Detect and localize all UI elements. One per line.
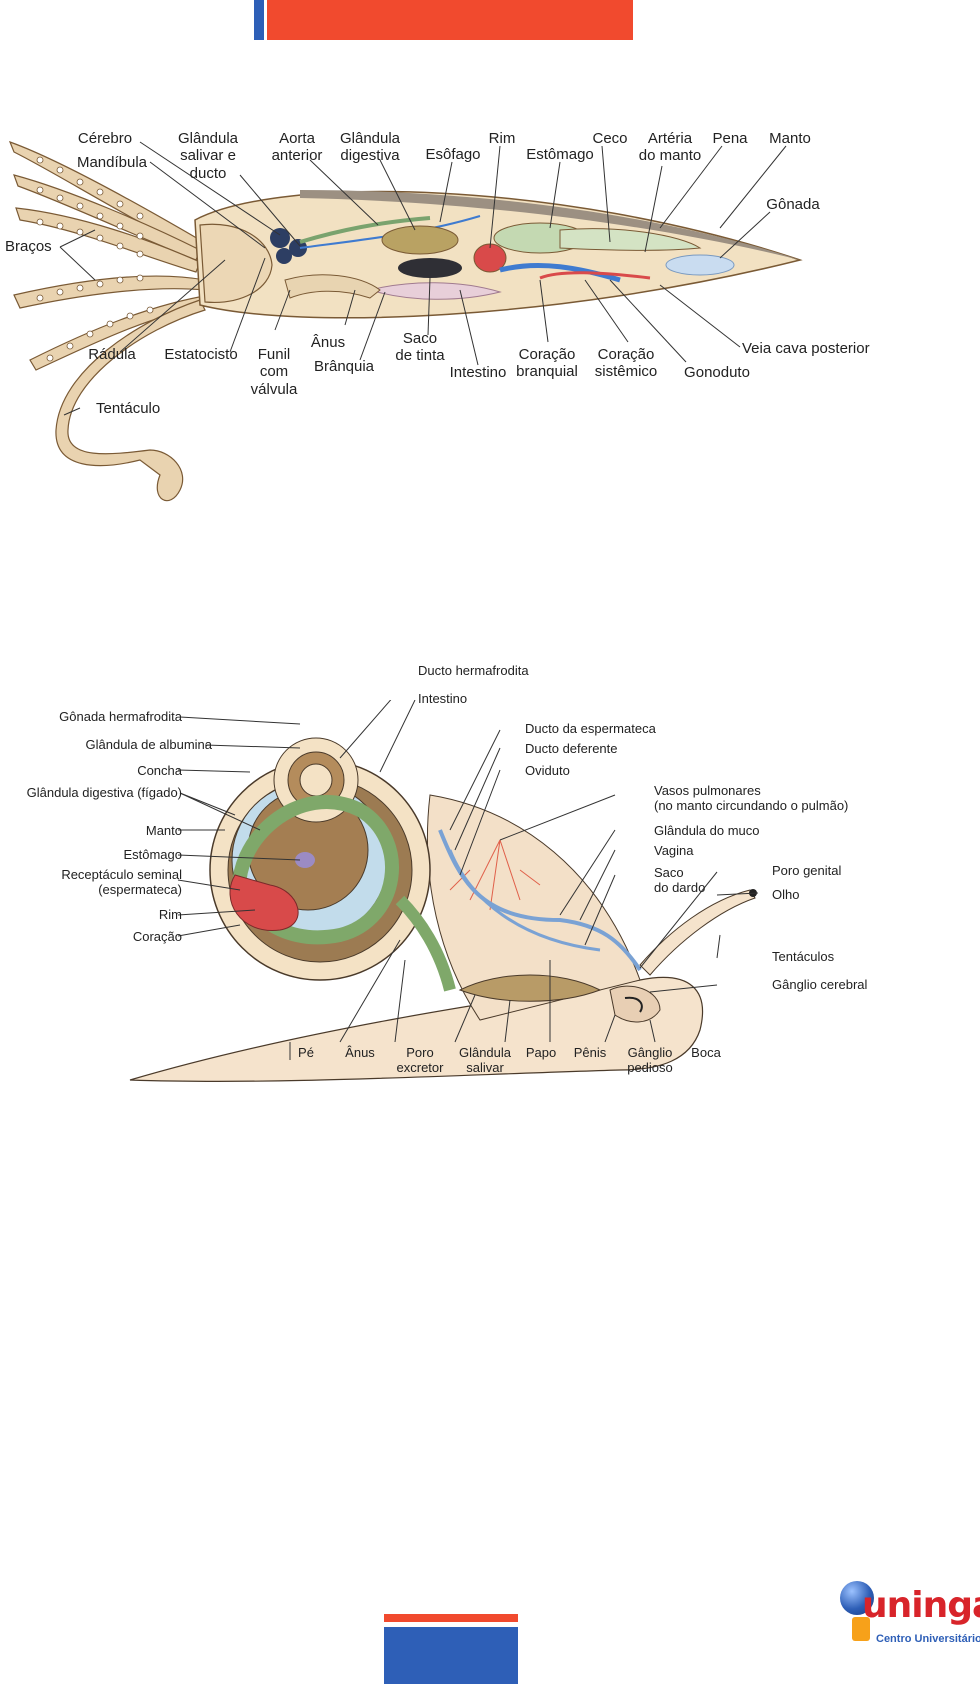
snail-label-glandula-albumina: Glândula de albumina [85,737,212,752]
snail-label-estomago: Estômago [123,847,182,862]
snail-label-rim: Rim [158,907,182,922]
snail-label-coracao: Coração [132,929,182,944]
snail-label-receptaculo-seminal: Receptáculo seminal (espermateca) [61,867,182,897]
squid-label-gonoduto: Gonoduto [684,364,750,381]
snail-label-pe: Pé [298,1045,314,1060]
squid-illustration [8,140,803,502]
squid-label-tentaculo: Tentáculo [96,400,161,417]
snail-label-ganglio-pedioso: Gânglio pedioso [627,1045,673,1075]
squid-label-mandibula: Mandíbula [76,154,148,171]
squid-label-coracao-branquial: Coração branquial [516,346,578,381]
squid-label-ceco: Ceco [592,130,628,147]
footer-accent-red [384,1614,518,1622]
squid-label-intestino: Intestino [449,364,507,381]
squid-label-cerebro: Cérebro [77,130,133,147]
footer-accent-blue [384,1627,518,1684]
logo-globe-icon [840,1581,874,1615]
snail-label-ducto-deferente: Ducto deferente [525,741,618,756]
squid-label-saco-tinta: Saco de tinta [395,330,445,365]
snail-label-poro-excretor: Poro excretor [396,1045,444,1075]
squid-label-anus: Ânus [310,334,346,351]
snail-label-intestino: Intestino [418,691,468,706]
squid-label-radula: Rádula [88,346,136,363]
squid-label-branquia: Brânquia [313,358,375,375]
squid-label-aorta-anterior: Aorta anterior [271,130,323,165]
snail-label-gonada-hermafrodita: Gônada hermafrodita [59,709,182,724]
squid-label-esofago: Esôfago [425,146,481,163]
squid-label-estatocisto: Estatocisto [164,346,238,363]
squid-label-estomago: Estômago [526,146,594,163]
squid-label-manto: Manto [769,130,811,147]
snail-label-ganglio-cerebral: Gânglio cerebral [772,977,868,992]
uninga-logo: uningá Centro Universitário [836,1577,980,1677]
squid-label-glandula-digestiva: Glândula digestiva [339,130,401,165]
snail-label-tentaculos: Tentáculos [772,949,835,964]
squid-label-gonada: Gônada [766,196,820,213]
snail-label-glandula-digestiva: Glândula digestiva (fígado) [26,785,182,800]
squid-label-rim: Rim [488,130,516,147]
logo-subtitle: Centro Universitário [876,1633,980,1645]
snail-illustration [129,700,759,1082]
snail-label-papo: Papo [525,1045,557,1060]
header-accent-red [267,0,633,40]
squid-label-pena: Pena [712,130,748,147]
squid-label-funil: Funil com válvula [250,346,298,398]
snail-label-boca: Boca [691,1045,721,1060]
snail-label-ducto-hermafrodita: Ducto hermafrodita [418,663,529,678]
snail-label-olho: Olho [772,887,800,902]
snail-label-vagina: Vagina [654,843,694,858]
header-accent-blue [254,0,264,40]
squid-label-glandula-salivar: Glândula salivar e ducto [177,130,239,182]
snail-label-poro-genital: Poro genital [772,863,842,878]
snail-label-vasos-pulmonares: Vasos pulmonares (no manto circundando o… [654,783,849,813]
snail-label-glandula-muco: Glândula do muco [654,823,760,838]
squid-label-arteria-manto: Artéria do manto [638,130,702,165]
snail-label-oviduto: Oviduto [525,763,570,778]
snail-label-penis: Pênis [573,1045,607,1060]
snail-label-saco-dardo: Saco do dardo [654,865,706,895]
snail-anatomy-figure: Ducto hermafrodita Intestino Gônada herm… [0,663,980,1170]
snail-label-ducto-espermateca: Ducto da espermateca [525,721,656,736]
snail-label-anus: Ânus [345,1045,375,1060]
snail-label-concha: Concha [137,763,182,778]
snail-label-manto: Manto [145,823,182,838]
squid-label-veia-cava: Veia cava posterior [742,340,870,357]
snail-label-glandula-salivar: Glândula salivar [458,1045,512,1075]
squid-label-bracos: Braços [5,238,52,255]
squid-anatomy-figure: Cérebro Mandíbula Glândula salivar e duc… [0,130,980,550]
logo-base-icon [852,1617,870,1641]
logo-wordmark: uningá [862,1585,980,1626]
squid-label-coracao-sistemico: Coração sistêmico [594,346,658,381]
